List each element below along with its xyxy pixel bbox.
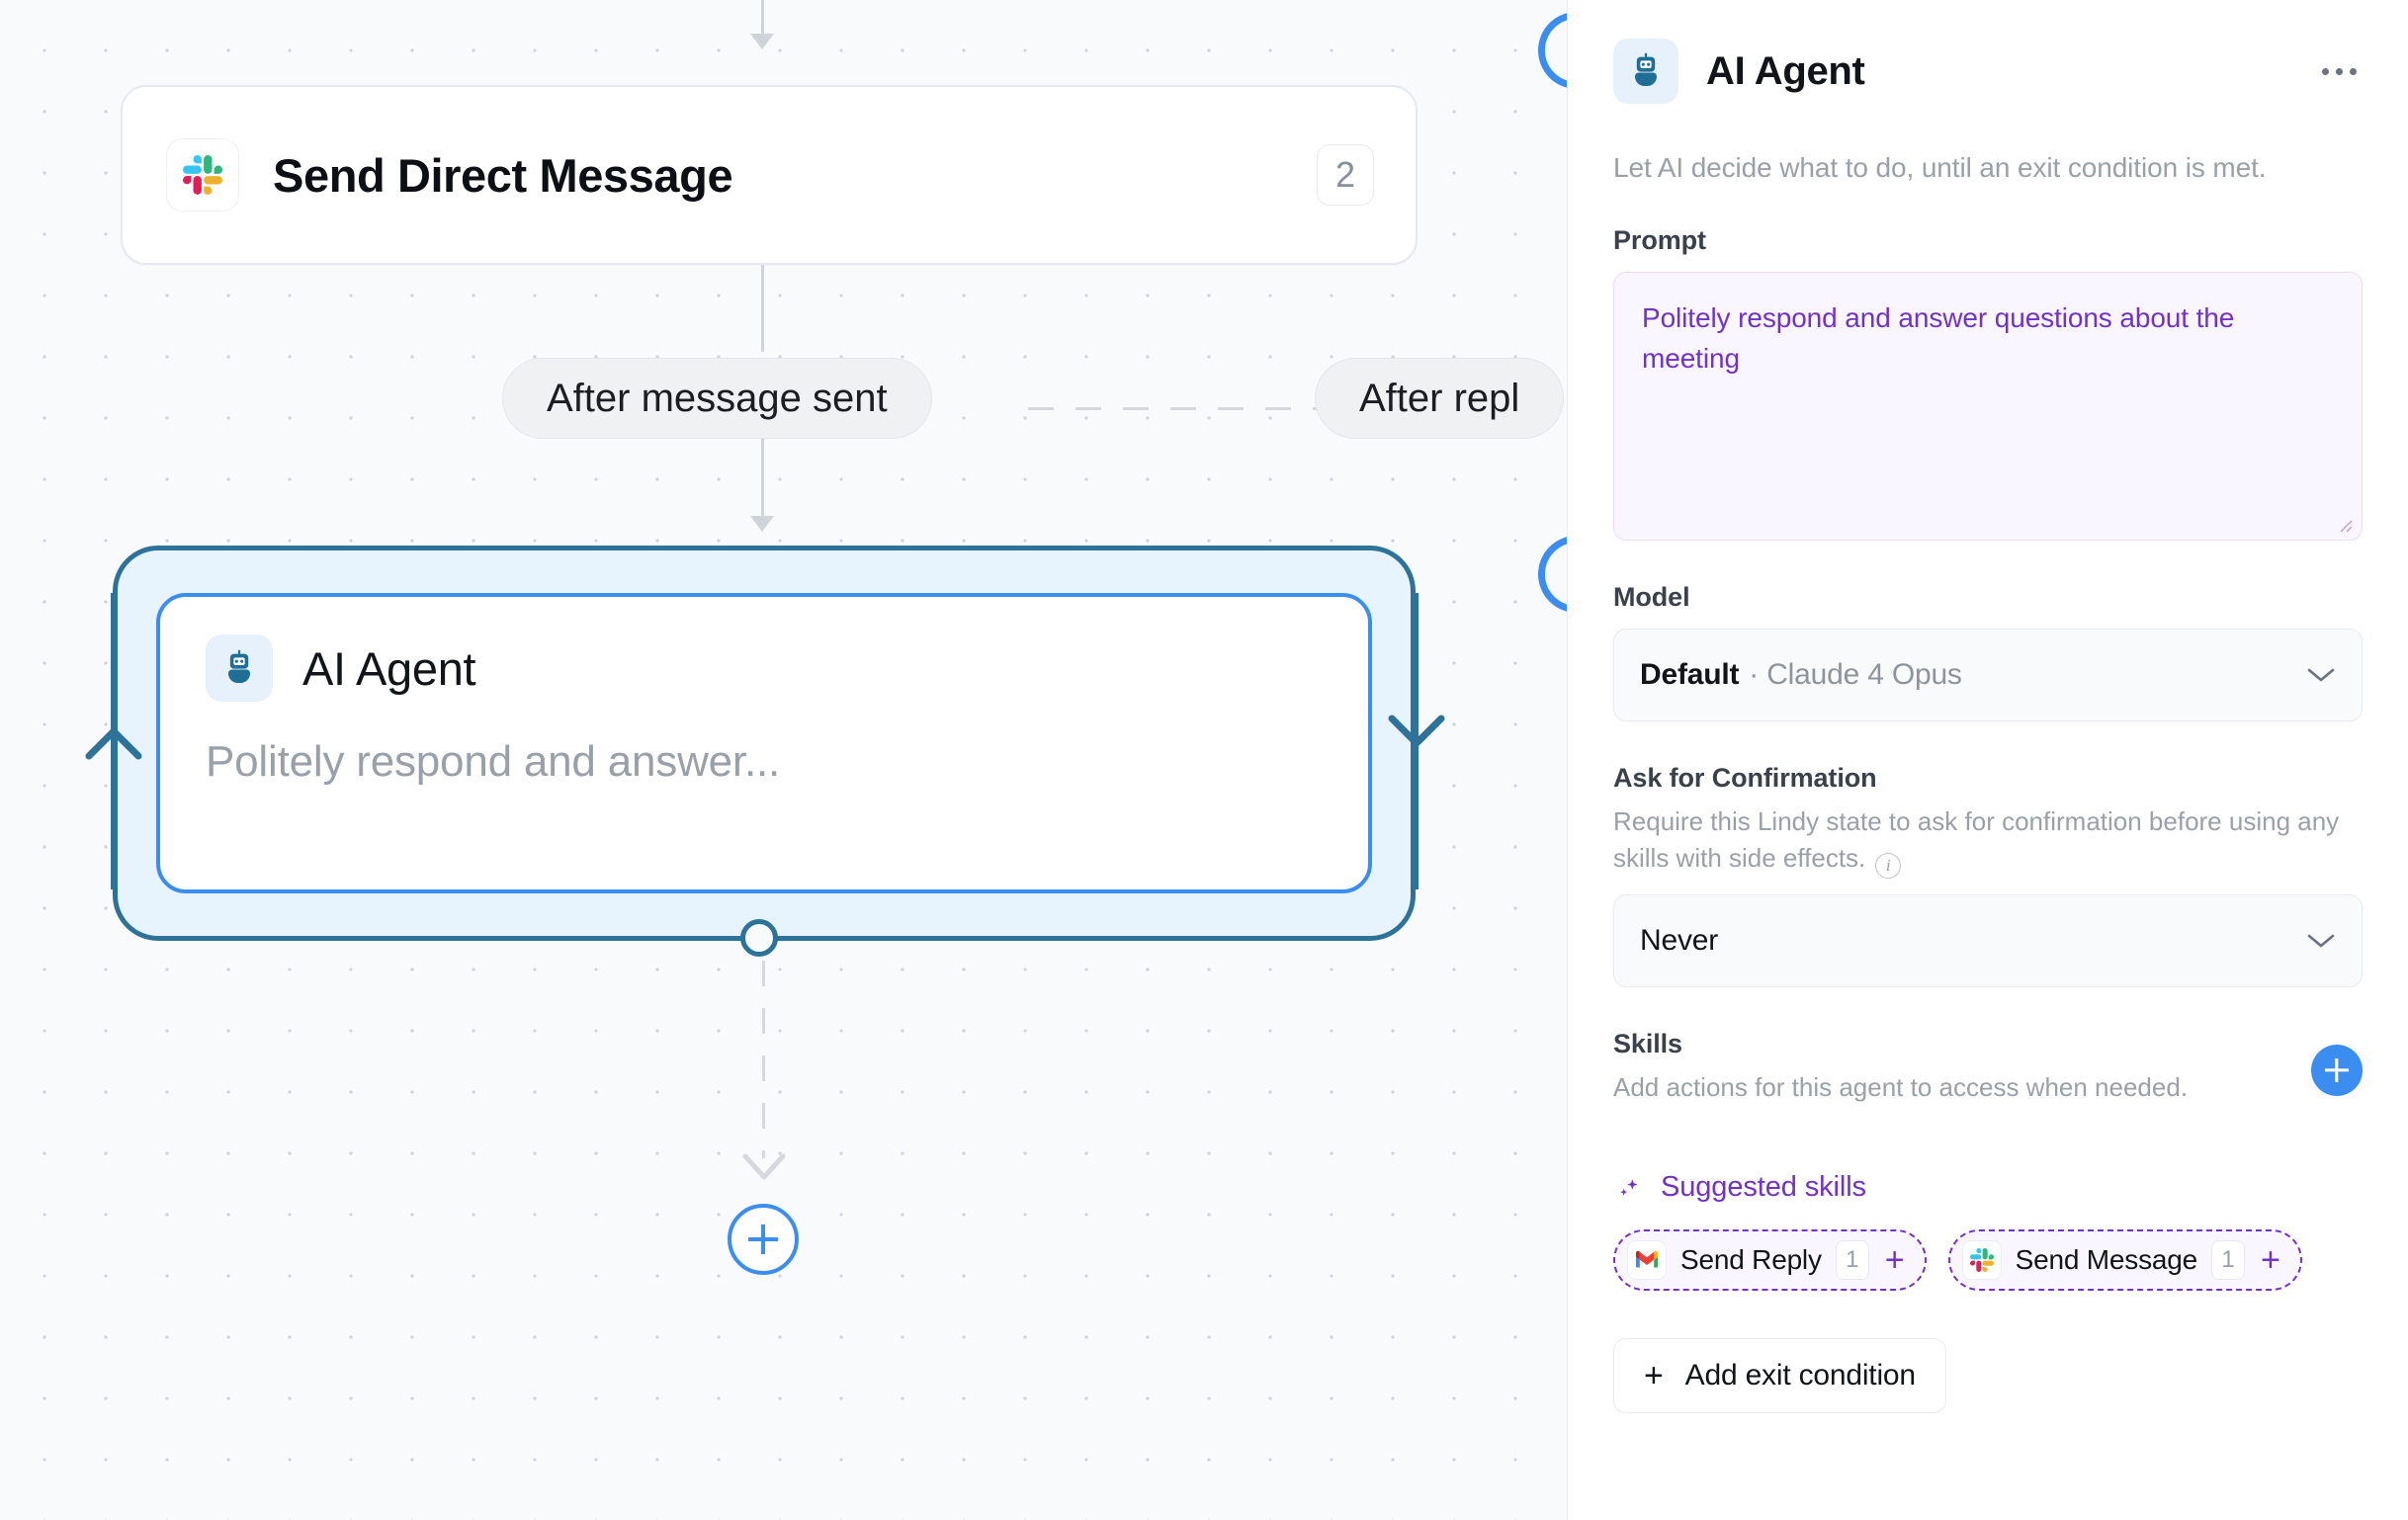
pill-label: After message sent [547, 376, 888, 420]
suggested-skills-chips: Send Reply 1 + Se [1613, 1228, 2363, 1291]
model-value-name: · Claude 4 Opus [1749, 658, 1962, 691]
pill-after-message-sent[interactable]: After message sent [502, 358, 932, 439]
add-step-button[interactable] [728, 1204, 799, 1275]
node-handle-circle-top[interactable] [1538, 12, 1567, 89]
connector-dashed-down [762, 961, 765, 1158]
chip-count: 1 [2211, 1239, 2246, 1280]
connector-line-sdm-pill [761, 265, 764, 352]
model-label: Model [1613, 582, 1690, 612]
chip-add-icon[interactable]: + [1884, 1240, 1905, 1279]
add-exit-condition-label: Add exit condition [1684, 1358, 1916, 1392]
details-panel: AI Agent Let AI decide what to do, until… [1567, 0, 2408, 1520]
node-handle-circle-agent[interactable] [1538, 536, 1567, 613]
panel-header: AI Agent [1613, 30, 2363, 113]
skills-help: Add actions for this agent to access whe… [1613, 1071, 2189, 1102]
node-title: AI Agent [302, 641, 476, 695]
loop-arm-left [111, 593, 116, 889]
node-send-direct-message[interactable]: Send Direct Message 2 [121, 85, 1418, 265]
connector-arrow-agent [750, 516, 774, 532]
add-skill-button[interactable] [2311, 1044, 2363, 1096]
gmail-icon [1627, 1239, 1667, 1280]
pill-connector-dashed [1028, 407, 1321, 410]
loop-knob-handle[interactable] [740, 919, 778, 957]
skills-texts: Skills Add actions for this agent to acc… [1613, 1029, 2311, 1106]
node-ai-agent[interactable]: AI Agent Politely respond and answer... [156, 593, 1372, 893]
slack-icon [1961, 1239, 2002, 1280]
robot-icon [1613, 39, 1678, 104]
panel-title: AI Agent [1706, 48, 1865, 93]
kebab-menu-icon[interactable] [2316, 54, 2363, 89]
prompt-input[interactable]: Politely respond and answer questions ab… [1613, 272, 2363, 541]
panel-description: Let AI decide what to do, until an exit … [1613, 152, 2267, 183]
resize-handle-icon[interactable] [2336, 516, 2354, 534]
sparkle-icon [1613, 1171, 1645, 1203]
confirmation-help-text: Require this Lindy state to ask for conf… [1613, 806, 2340, 873]
confirmation-label: Ask for Confirmation [1613, 763, 1877, 793]
confirmation-value: Never [1640, 923, 1719, 957]
chip-label: Send Reply [1680, 1243, 1822, 1275]
loop-chevron-up-icon [85, 726, 142, 760]
confirmation-select[interactable]: Never [1613, 893, 2363, 987]
skills-label: Skills [1613, 1028, 1682, 1058]
suggested-skill-chip-send-message[interactable]: Send Message 1 + [1947, 1228, 2302, 1291]
plus-icon: + [1644, 1356, 1664, 1394]
robot-icon [206, 634, 273, 702]
chip-count: 1 [1835, 1239, 1869, 1280]
chevron-down-icon [2306, 932, 2336, 950]
skills-section: Skills Add actions for this agent to acc… [1613, 1029, 2363, 1106]
node-subtitle: Politely respond and answer... [206, 737, 781, 786]
model-select[interactable]: Default · Claude 4 Opus [1613, 629, 2363, 721]
node-header: AI Agent [206, 634, 1323, 702]
slack-icon [166, 138, 239, 211]
suggested-skill-chip-send-reply[interactable]: Send Reply 1 + [1613, 1228, 1927, 1291]
add-exit-condition-button[interactable]: + Add exit condition [1613, 1337, 1946, 1413]
model-value-default: Default [1640, 658, 1740, 691]
connector-arrow-down-icon [741, 1152, 787, 1187]
node-count-badge: 2 [1317, 144, 1374, 206]
suggested-skills-header: Suggested skills [1613, 1171, 2363, 1204]
workflow-canvas[interactable]: Send Direct Message 2 After message sent… [0, 0, 1567, 1520]
node-title: Send Direct Message [273, 148, 733, 202]
prompt-value: Politely respond and answer questions ab… [1642, 302, 2235, 374]
connector-arrow-top [750, 34, 774, 49]
pill-after-reply[interactable]: After repl [1315, 358, 1565, 439]
chip-add-icon[interactable]: + [2261, 1240, 2280, 1279]
info-icon[interactable]: i [1875, 852, 1902, 879]
loop-chevron-down-icon [1388, 714, 1445, 747]
connector-line-pill-agent [761, 439, 764, 522]
chip-label: Send Message [2015, 1243, 2198, 1275]
chevron-down-icon [2306, 666, 2336, 684]
confirmation-help: Require this Lindy state to ask for conf… [1613, 803, 2363, 879]
suggested-skills-label: Suggested skills [1661, 1170, 1866, 1203]
prompt-label: Prompt [1613, 225, 1706, 255]
pill-label: After repl [1359, 376, 1520, 420]
connector-line-top [761, 0, 764, 38]
